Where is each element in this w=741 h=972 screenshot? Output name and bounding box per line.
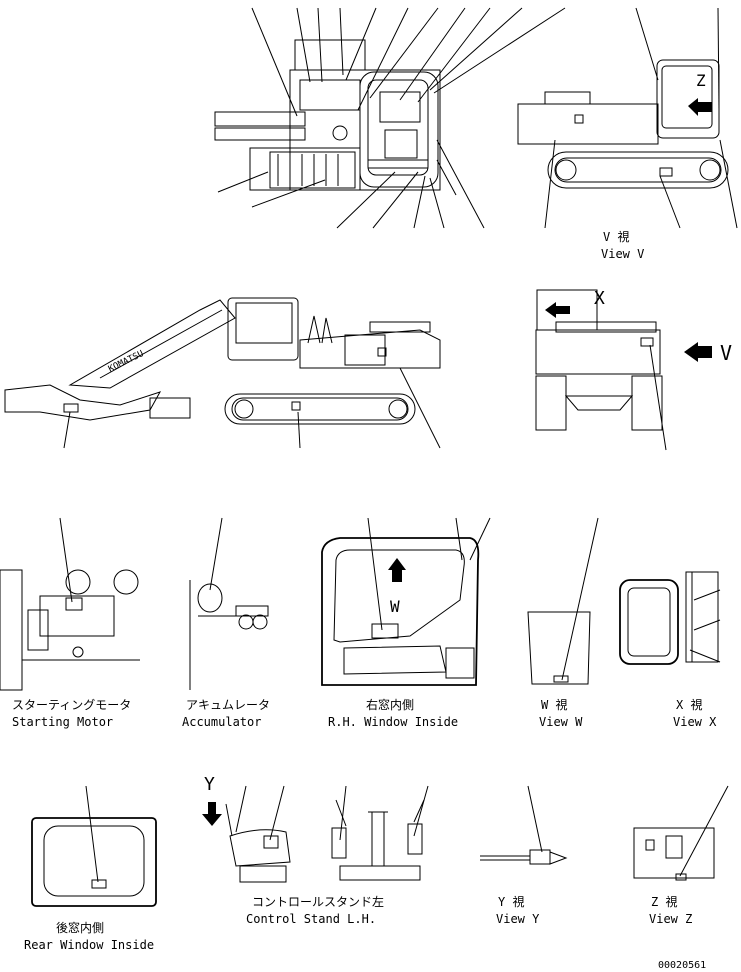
arrow-x-icon xyxy=(545,302,570,318)
caption-starting-motor-ja: スターティングモータ xyxy=(12,698,131,712)
caption-accumulator-en: Accumulator xyxy=(182,715,261,729)
rear-window-drawing: 後窓内側 Rear Window Inside xyxy=(24,785,157,952)
accumulator-drawing: アキュムレータ Accumulator xyxy=(182,517,270,729)
view-z-drawing: Z 視 View Z xyxy=(633,785,729,926)
caption-rh-window-ja: 右窓内側 xyxy=(366,697,414,712)
arrow-v-icon xyxy=(684,342,712,362)
view-v-drawing: Z V 視 View V xyxy=(517,7,738,261)
view-x-drawing: X 視 View X xyxy=(619,571,721,729)
view-y-drawing: Y 視 View Y xyxy=(480,785,568,926)
caption-view-z-en: View Z xyxy=(649,912,692,926)
caption-view-x-en: View X xyxy=(673,715,717,729)
caption-view-v-en: View V xyxy=(601,247,644,261)
machine-side-view: KOMATSU xyxy=(4,297,441,449)
view-marker-x: X xyxy=(594,288,605,309)
arrow-w-icon xyxy=(388,558,406,582)
caption-view-z-ja: Z 視 xyxy=(651,894,677,909)
view-marker-w: W xyxy=(390,597,400,616)
machine-rear-view: X V xyxy=(535,288,732,451)
caption-rh-window-en: R.H. Window Inside xyxy=(328,715,458,729)
view-w-drawing: W 視 View W xyxy=(527,517,599,729)
caption-view-v-ja: V 視 xyxy=(603,229,629,244)
caption-accumulator-ja: アキュムレータ xyxy=(186,698,270,712)
arrow-y-icon xyxy=(202,802,222,826)
machine-top-view xyxy=(214,7,566,229)
caption-control-stand-en: Control Stand L.H. xyxy=(246,912,376,926)
view-marker-y: Y xyxy=(204,774,215,795)
control-stand-drawing: Y コントロールスタンド左 Control Stand L.H. xyxy=(202,774,429,926)
starting-motor-drawing: スターティングモータ Starting Motor xyxy=(0,517,140,729)
caption-view-w-en: View W xyxy=(539,715,583,729)
rh-window-cab-drawing: W 右窓内側 R.H. Window Inside xyxy=(321,517,491,729)
view-marker-z: Z xyxy=(696,71,706,90)
caption-view-w-ja: W 視 xyxy=(541,697,567,712)
caption-view-y-ja: Y 視 xyxy=(498,894,524,909)
caption-starting-motor-en: Starting Motor xyxy=(12,715,113,729)
caption-control-stand-ja: コントロールスタンド左 xyxy=(252,894,384,909)
view-marker-v: V xyxy=(720,341,732,365)
arrow-z-icon xyxy=(688,98,712,116)
caption-rear-window-en: Rear Window Inside xyxy=(24,938,154,952)
caption-rear-window-ja: 後窓内側 xyxy=(56,920,104,935)
caption-view-y-en: View Y xyxy=(496,912,540,926)
caption-view-x-ja: X 視 xyxy=(676,697,702,712)
drawing-number: 00020561 xyxy=(658,960,706,971)
